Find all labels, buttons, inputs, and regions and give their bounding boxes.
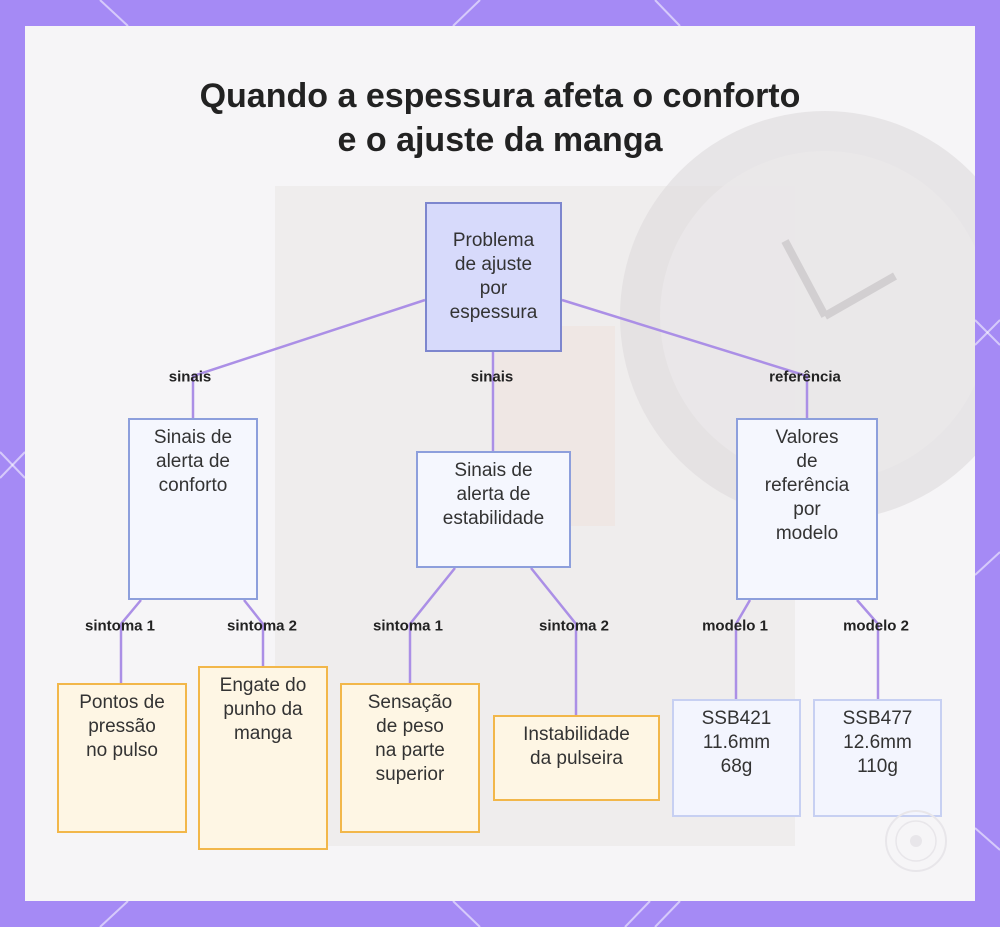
edge-label-reference-ssb477: modelo 2 [843,617,909,635]
edge-root-comfort [191,298,426,418]
node-strap-label: Instabilidade da pulseira [523,724,630,769]
edge-reference-ssb477 [856,599,880,699]
node-comfort-signals: Sinais de alerta de conforto [128,418,258,600]
edge-stability-weight [408,567,456,683]
edge-label-root-comfort: sinais [168,368,212,386]
node-ssb421-label: SSB421 11.6mm 68g [701,708,772,777]
node-strap-instability: Instabilidade da pulseira [493,715,660,801]
watermark-seal-icon [885,810,947,872]
title-line-1: Quando a espessura afeta o conforto [199,77,801,115]
title-line-2: e o ajuste da manga [337,121,663,159]
diagram-card: Quando a espessura afeta o conforto e o … [25,26,975,901]
node-model-ssb477: SSB477 12.6mm 110g [813,699,942,817]
node-cuff-engagement: Engate do punho da manga [198,666,328,850]
node-reference-label: Valores de referência por modelo [764,427,850,544]
edge-label-root-reference: referência [769,368,841,386]
edge-comfort-cuff [243,599,265,666]
edge-label-stability-strap: sintoma 2 [538,617,610,635]
node-root-label: Problema de ajuste por espessura [449,230,538,323]
node-cuff-label: Engate do punho da manga [219,675,307,744]
node-comfort-label: Sinais de alerta de conforto [153,427,233,496]
edge-label-comfort-pressure: sintoma 1 [84,617,156,635]
node-pressure-points: Pontos de pressão no pulso [57,683,187,833]
node-weight-sensation: Sensação de peso na parte superior [340,683,480,833]
edge-label-comfort-cuff: sintoma 2 [226,617,298,635]
edge-label-reference-ssb421: modelo 1 [702,617,768,635]
edge-reference-ssb421 [734,599,752,699]
diagram-title: Quando a espessura afeta o conforto e o … [25,74,975,162]
connector-lines [119,298,880,715]
edge-label-stability-weight: sintoma 1 [372,617,444,635]
node-model-ssb421: SSB421 11.6mm 68g [672,699,801,817]
edge-root-reference [561,298,809,418]
node-stability-signals: Sinais de alerta de estabilidade [416,451,571,568]
node-root-problem: Problema de ajuste por espessura [425,202,562,352]
edge-stability-strap [530,567,578,715]
edge-label-root-stability: sinais [470,368,514,386]
node-ssb477-label: SSB477 12.6mm 110g [842,708,913,777]
edge-comfort-pressure [119,599,142,683]
node-stability-label: Sinais de alerta de estabilidade [442,460,545,529]
node-weight-label: Sensação de peso na parte superior [367,692,453,785]
node-reference-values: Valores de referência por modelo [736,418,878,600]
node-pressure-label: Pontos de pressão no pulso [79,692,165,761]
